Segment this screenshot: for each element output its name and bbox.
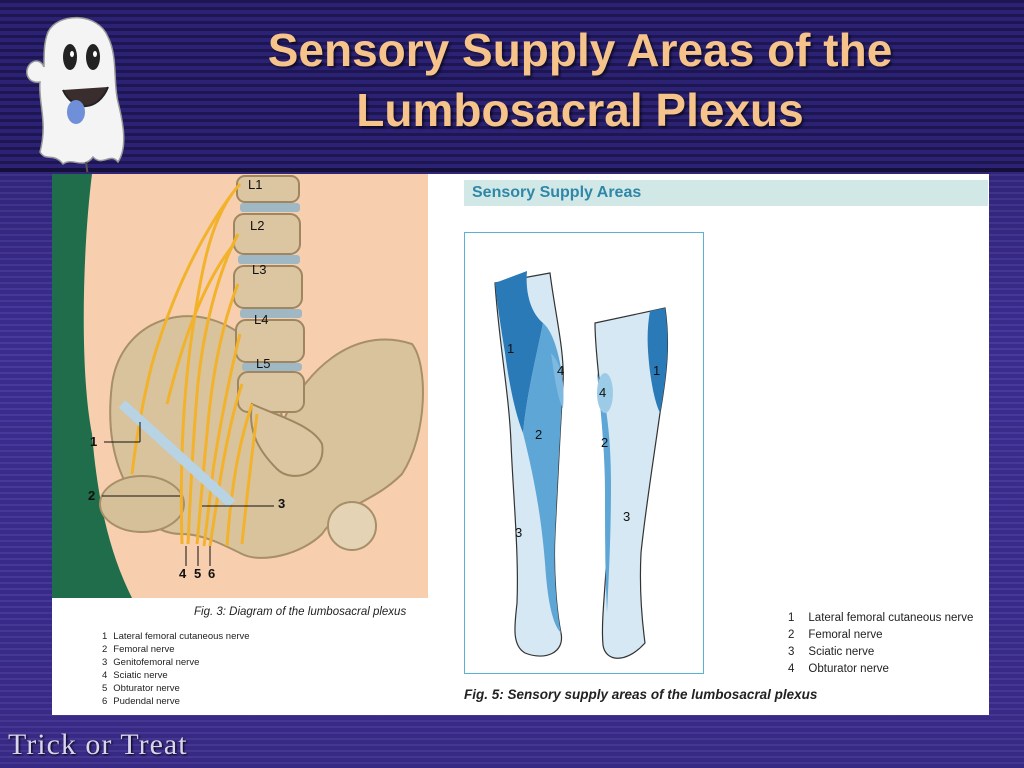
region-label-1b: 1 — [653, 363, 661, 378]
legs-diagram: 1 4 2 3 4 1 2 3 — [464, 232, 704, 674]
header-band — [0, 0, 1024, 172]
region-label-2b: 2 — [601, 435, 609, 450]
callout-6: 6 — [208, 566, 216, 581]
vertebra-label-l2: L2 — [250, 218, 265, 233]
callout-1: 1 — [90, 434, 98, 449]
vertebra-label-l1: L1 — [248, 177, 263, 192]
slide-title: Sensory Supply Areas of the Lumbosacral … — [150, 20, 1010, 140]
region-label-1: 1 — [507, 341, 515, 356]
green-drape-shape — [52, 174, 132, 598]
region-label-4: 4 — [557, 363, 565, 378]
femoral-head-shape — [327, 501, 377, 551]
callout-3: 3 — [278, 496, 286, 511]
figure-3-caption: Fig. 3: Diagram of the lumbosacral plexu… — [194, 606, 407, 618]
section-header-title: Sensory Supply Areas — [472, 184, 642, 201]
callout-lines — [102, 422, 274, 566]
callout-4: 4 — [179, 566, 187, 581]
figure-5-caption: Fig. 5: Sensory supply areas of the lumb… — [464, 687, 818, 702]
left-zone-2 — [523, 323, 563, 633]
left-zone-4 — [551, 353, 564, 408]
plexus-illustration: L1 L2 L3 L4 L5 1 2 3 4 5 6 — [52, 174, 428, 598]
vertebra-label-l5: L5 — [256, 356, 271, 371]
vertebra-label-l3: L3 — [252, 262, 267, 277]
footer-logo: Trick or Treat — [8, 728, 188, 761]
region-label-2: 2 — [535, 427, 543, 442]
right-zone-4 — [597, 373, 613, 413]
header-divider — [0, 168, 1024, 172]
femur-shape — [99, 475, 185, 533]
legs-drawing — [494, 271, 669, 659]
region-label-4b: 4 — [599, 385, 607, 400]
discs-group — [238, 203, 302, 371]
region-label-3b: 3 — [623, 509, 631, 524]
lumbosacral-plexus-figure: L1 L2 L3 L4 L5 1 2 3 4 5 6 Fig. 3: Diagr… — [52, 174, 428, 715]
left-zone-1 — [495, 271, 543, 433]
title-line-1: Sensory Supply Areas of the — [267, 24, 893, 76]
right-zone-2 — [597, 373, 611, 613]
vertebra-label-l4: L4 — [254, 312, 269, 327]
vertebrae-group — [233, 175, 324, 477]
section-header: Sensory Supply Areas — [464, 180, 988, 206]
title-line-2: Lumbosacral Plexus — [356, 84, 804, 136]
callout-2: 2 — [88, 488, 96, 503]
inguinal-ligament-shape — [118, 400, 236, 508]
region-label-3: 3 — [515, 525, 523, 540]
ghost-mascot-icon — [26, 16, 125, 172]
callout-5: 5 — [194, 566, 202, 581]
right-zone-1 — [647, 308, 668, 413]
plexus-drawing — [52, 174, 424, 598]
